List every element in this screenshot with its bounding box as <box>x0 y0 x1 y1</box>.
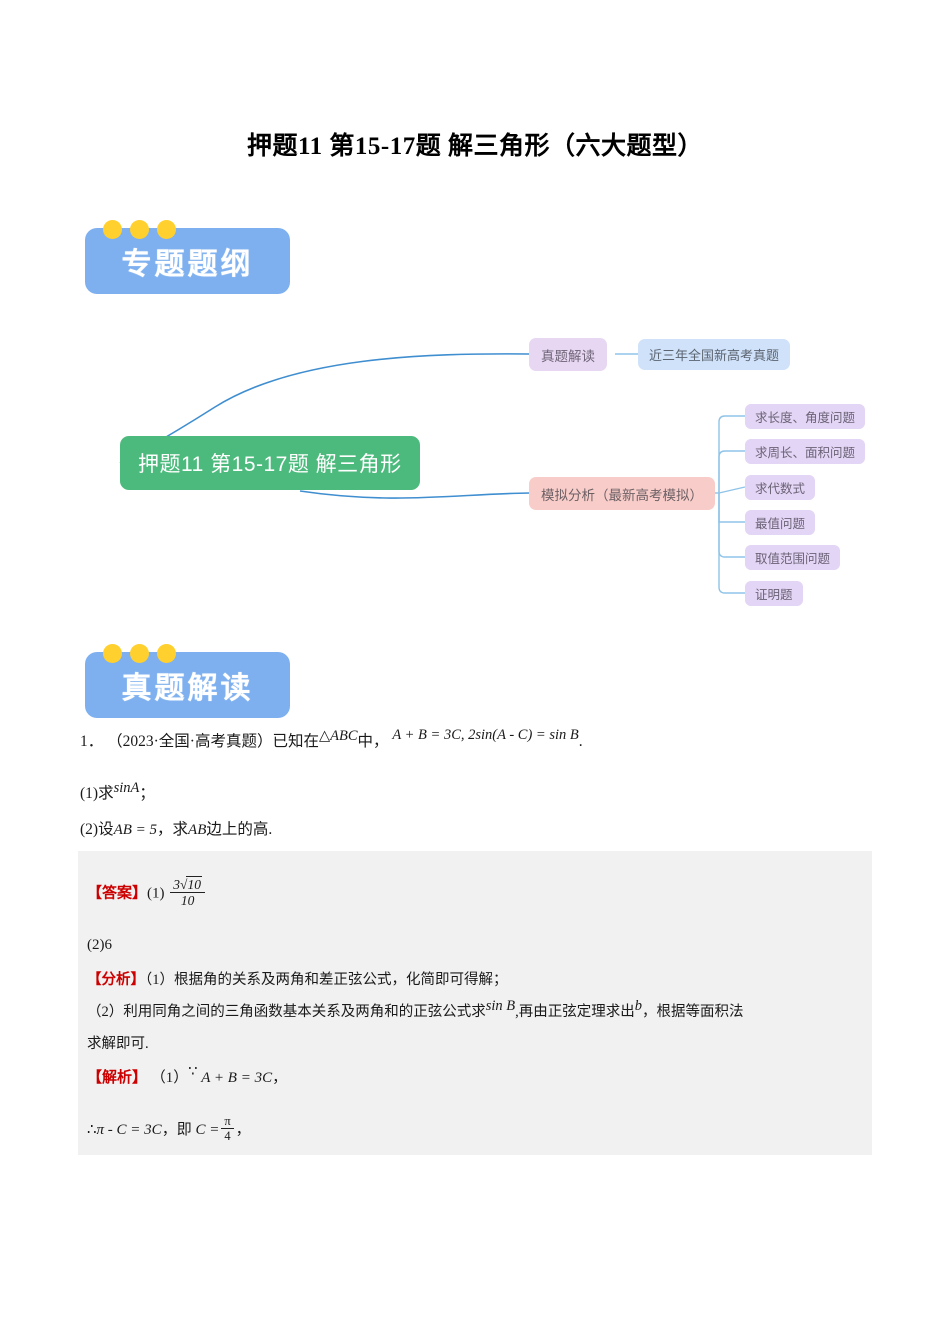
problem-part-2: (2)设AB = 5，求AB边上的高. <box>80 818 880 842</box>
mindmap-leaf-length-angle[interactable]: 求长度、角度问题 <box>745 404 866 429</box>
analysis-line-1: 【分析】（1）根据角的关系及两角和差正弦公式，化简即可得解； <box>87 970 508 991</box>
mindmap-root-node[interactable]: 押题11 第15-17题 解三角形 <box>120 436 420 490</box>
analysis-formula-sinb: sin B <box>485 998 516 1014</box>
connector-leaf-3 <box>718 493 745 523</box>
page-title: 押题11 第15-17题 解三角形（六大题型） <box>247 133 703 160</box>
therefore-icon: ∴ <box>87 1121 97 1138</box>
problem-source: （2023·全国·高考真题） <box>107 733 273 750</box>
badge-dot-4 <box>103 644 122 663</box>
section-badge-outline: 专题题纲 <box>85 220 290 294</box>
mindmap-branch-zhentijiedu[interactable]: 真题解读 <box>529 338 607 371</box>
mindmap: 押题11 第15-17题 解三角形 真题解读 近三年全国新高考真题 模拟分析（最… <box>95 325 885 625</box>
badge-dot-1 <box>103 220 122 239</box>
answer-fraction: 3√10 10 <box>170 876 205 908</box>
answer-fraction-coefficient: 3 <box>173 877 181 892</box>
solution-mid-2: ，即 <box>161 1121 192 1138</box>
problem-triangle-abc: △ABC <box>318 728 358 744</box>
section-badge-zhentijiedu: 真题解读 <box>85 644 290 718</box>
mindmap-branch-moniFenxi[interactable]: 模拟分析（最新高考模拟） <box>529 477 715 510</box>
solution-line-2: ∴π - C = 3C，即 C = π 4 ， <box>87 1114 251 1143</box>
solution-suffix-2: ， <box>235 1121 251 1138</box>
solution-fraction-denominator: 4 <box>224 1129 231 1143</box>
mindmap-leaf-algebraic[interactable]: 求代数式 <box>745 475 816 500</box>
solution-label-1: （1） <box>150 1070 189 1086</box>
connector-leaf-4 <box>718 493 745 558</box>
problem-number: 1． <box>80 733 104 750</box>
solution-line-1: 【解析】 （1）∵ A + B = 3C， <box>87 1064 288 1090</box>
answer-fraction-numerator: 3√10 <box>170 876 205 894</box>
part2-formula: AB = 5 <box>113 822 158 838</box>
analysis-formula-b: b <box>634 998 643 1014</box>
answer-fraction-radicand: 10 <box>186 876 202 892</box>
part2-formula-2: AB <box>188 822 207 838</box>
answer-line: 【答案】(1) 3√10 10 <box>87 876 207 908</box>
connector-leaf-0 <box>718 415 745 493</box>
mindmap-leaf-perimeter-area[interactable]: 求周长、面积问题 <box>745 439 866 464</box>
answer-tag: 【答案】 <box>87 885 148 902</box>
part2-suffix: 边上的高. <box>206 821 273 838</box>
solution-formula-c-equals: C = <box>195 1121 220 1138</box>
mindmap-leaf-proof[interactable]: 证明题 <box>745 581 803 606</box>
solution-suffix-1: ， <box>272 1070 288 1086</box>
analysis-line-3: 求解即可. <box>87 1036 149 1052</box>
connector-root-branch2 <box>299 490 530 499</box>
connector-leaf-1 <box>718 450 745 493</box>
problem-stem-middle: 中， <box>357 733 389 750</box>
analysis-text-2a: （2）利用同角之间的三角函数基本关系及两角和的正弦公式求 <box>87 1004 486 1020</box>
badge-dots-decoration <box>103 220 176 239</box>
part2-mid: ，求 <box>157 821 189 838</box>
part1-suffix: ； <box>139 785 155 802</box>
radical-icon: √ <box>180 877 188 892</box>
mindmap-leaf-range[interactable]: 取值范围问题 <box>745 545 841 570</box>
part1-label: (1)求 <box>80 785 114 802</box>
therefore-because-icon: ∵ <box>188 1064 198 1080</box>
solution-formula-1: A + B = 3C <box>201 1070 273 1086</box>
problem-stem-formula: A + B = 3C, 2sin(A - C) = sin B <box>392 727 579 743</box>
solution-formula-2: π - C = 3C <box>96 1121 162 1138</box>
problem-part-1: (1)求sinA； <box>80 780 880 806</box>
analysis-text-2b: ,再由正弦定理求出 <box>515 1004 635 1020</box>
problem-stem-prefix: 已知在 <box>272 733 319 750</box>
mindmap-leaf-extremum[interactable]: 最值问题 <box>745 510 816 535</box>
answer-label-1: (1) <box>147 885 165 902</box>
part2-label: (2)设 <box>80 821 114 838</box>
badge-dot-2 <box>130 220 149 239</box>
answer-analysis-block: 【答案】(1) 3√10 10 (2)6 【分析】（1）根据角的关系及两角和差正… <box>78 851 872 1155</box>
section-badge-outline-label: 专题题纲 <box>121 248 254 281</box>
problem-statement: 1． （2023·全国·高考真题）已知在△ABC中， A + B = 3C, 2… <box>80 727 880 754</box>
analysis-text-2c: ，根据等面积法 <box>642 1004 744 1020</box>
solution-fraction-pi-over-4: π 4 <box>221 1114 234 1143</box>
connector-leaf-5 <box>718 493 745 594</box>
section-badge-zhentijiedu-label: 真题解读 <box>121 672 254 705</box>
badge-dot-6 <box>157 644 176 663</box>
badge-dot-5 <box>130 644 149 663</box>
solution-fraction-numerator: π <box>221 1114 234 1129</box>
mindmap-child-recent-exams[interactable]: 近三年全国新高考真题 <box>638 339 791 370</box>
analysis-text-1: （1）根据角的关系及两角和差正弦公式，化简即可得解； <box>145 972 508 988</box>
solution-tag: 【解析】 <box>87 1070 148 1086</box>
part1-formula: sinA <box>113 780 140 796</box>
answer-fraction-denominator: 10 <box>180 893 195 909</box>
badge-dots-decoration-2 <box>103 644 176 663</box>
badge-dot-3 <box>157 220 176 239</box>
connector-leaf-2 <box>718 486 746 494</box>
analysis-tag: 【分析】 <box>87 972 145 988</box>
answer-line-2: (2)6 <box>87 937 112 953</box>
problem-stem-suffix: . <box>578 733 583 750</box>
analysis-line-2: （2）利用同角之间的三角函数基本关系及两角和的正弦公式求sin B,再由正弦定理… <box>87 998 744 1023</box>
